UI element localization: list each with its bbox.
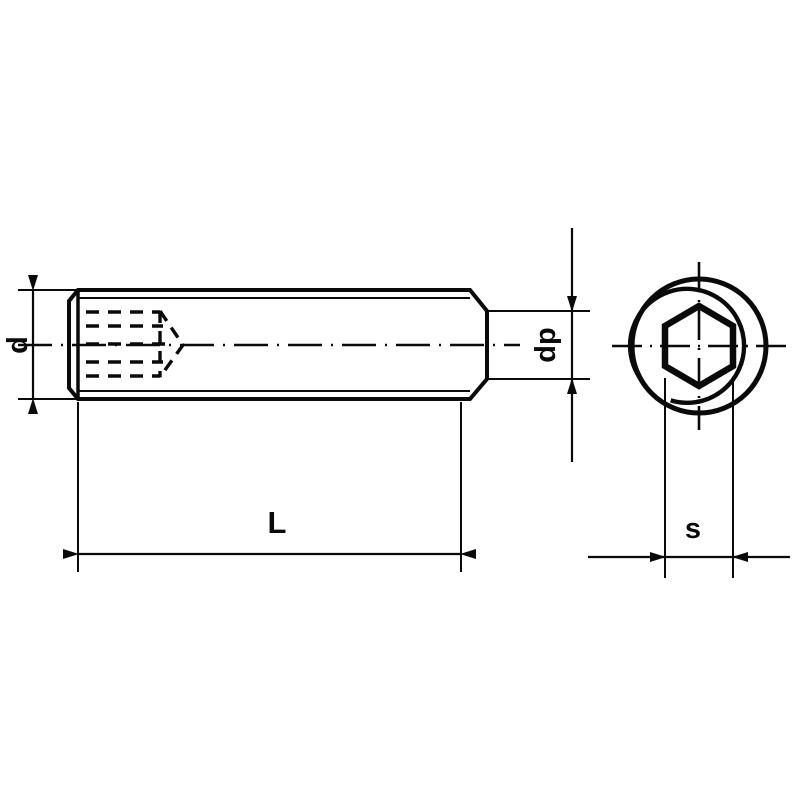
dimension-L: L: [63, 402, 476, 572]
side-elevation-view: [18, 288, 520, 401]
dimension-label-L: L: [268, 505, 287, 540]
thread-root-arc: [627, 286, 747, 405]
dimension-label-d: d: [2, 336, 34, 354]
screw-body-outline: [67, 288, 489, 401]
dimension-label-dp: dp: [530, 327, 562, 362]
dimension-d: d: [2, 275, 80, 414]
dimension-s: s: [588, 378, 790, 578]
dimension-dp: dp: [488, 228, 590, 462]
dimension-label-s: s: [685, 513, 701, 545]
end-elevation-view: [612, 262, 786, 430]
hidden-hex-socket: [86, 310, 165, 378]
